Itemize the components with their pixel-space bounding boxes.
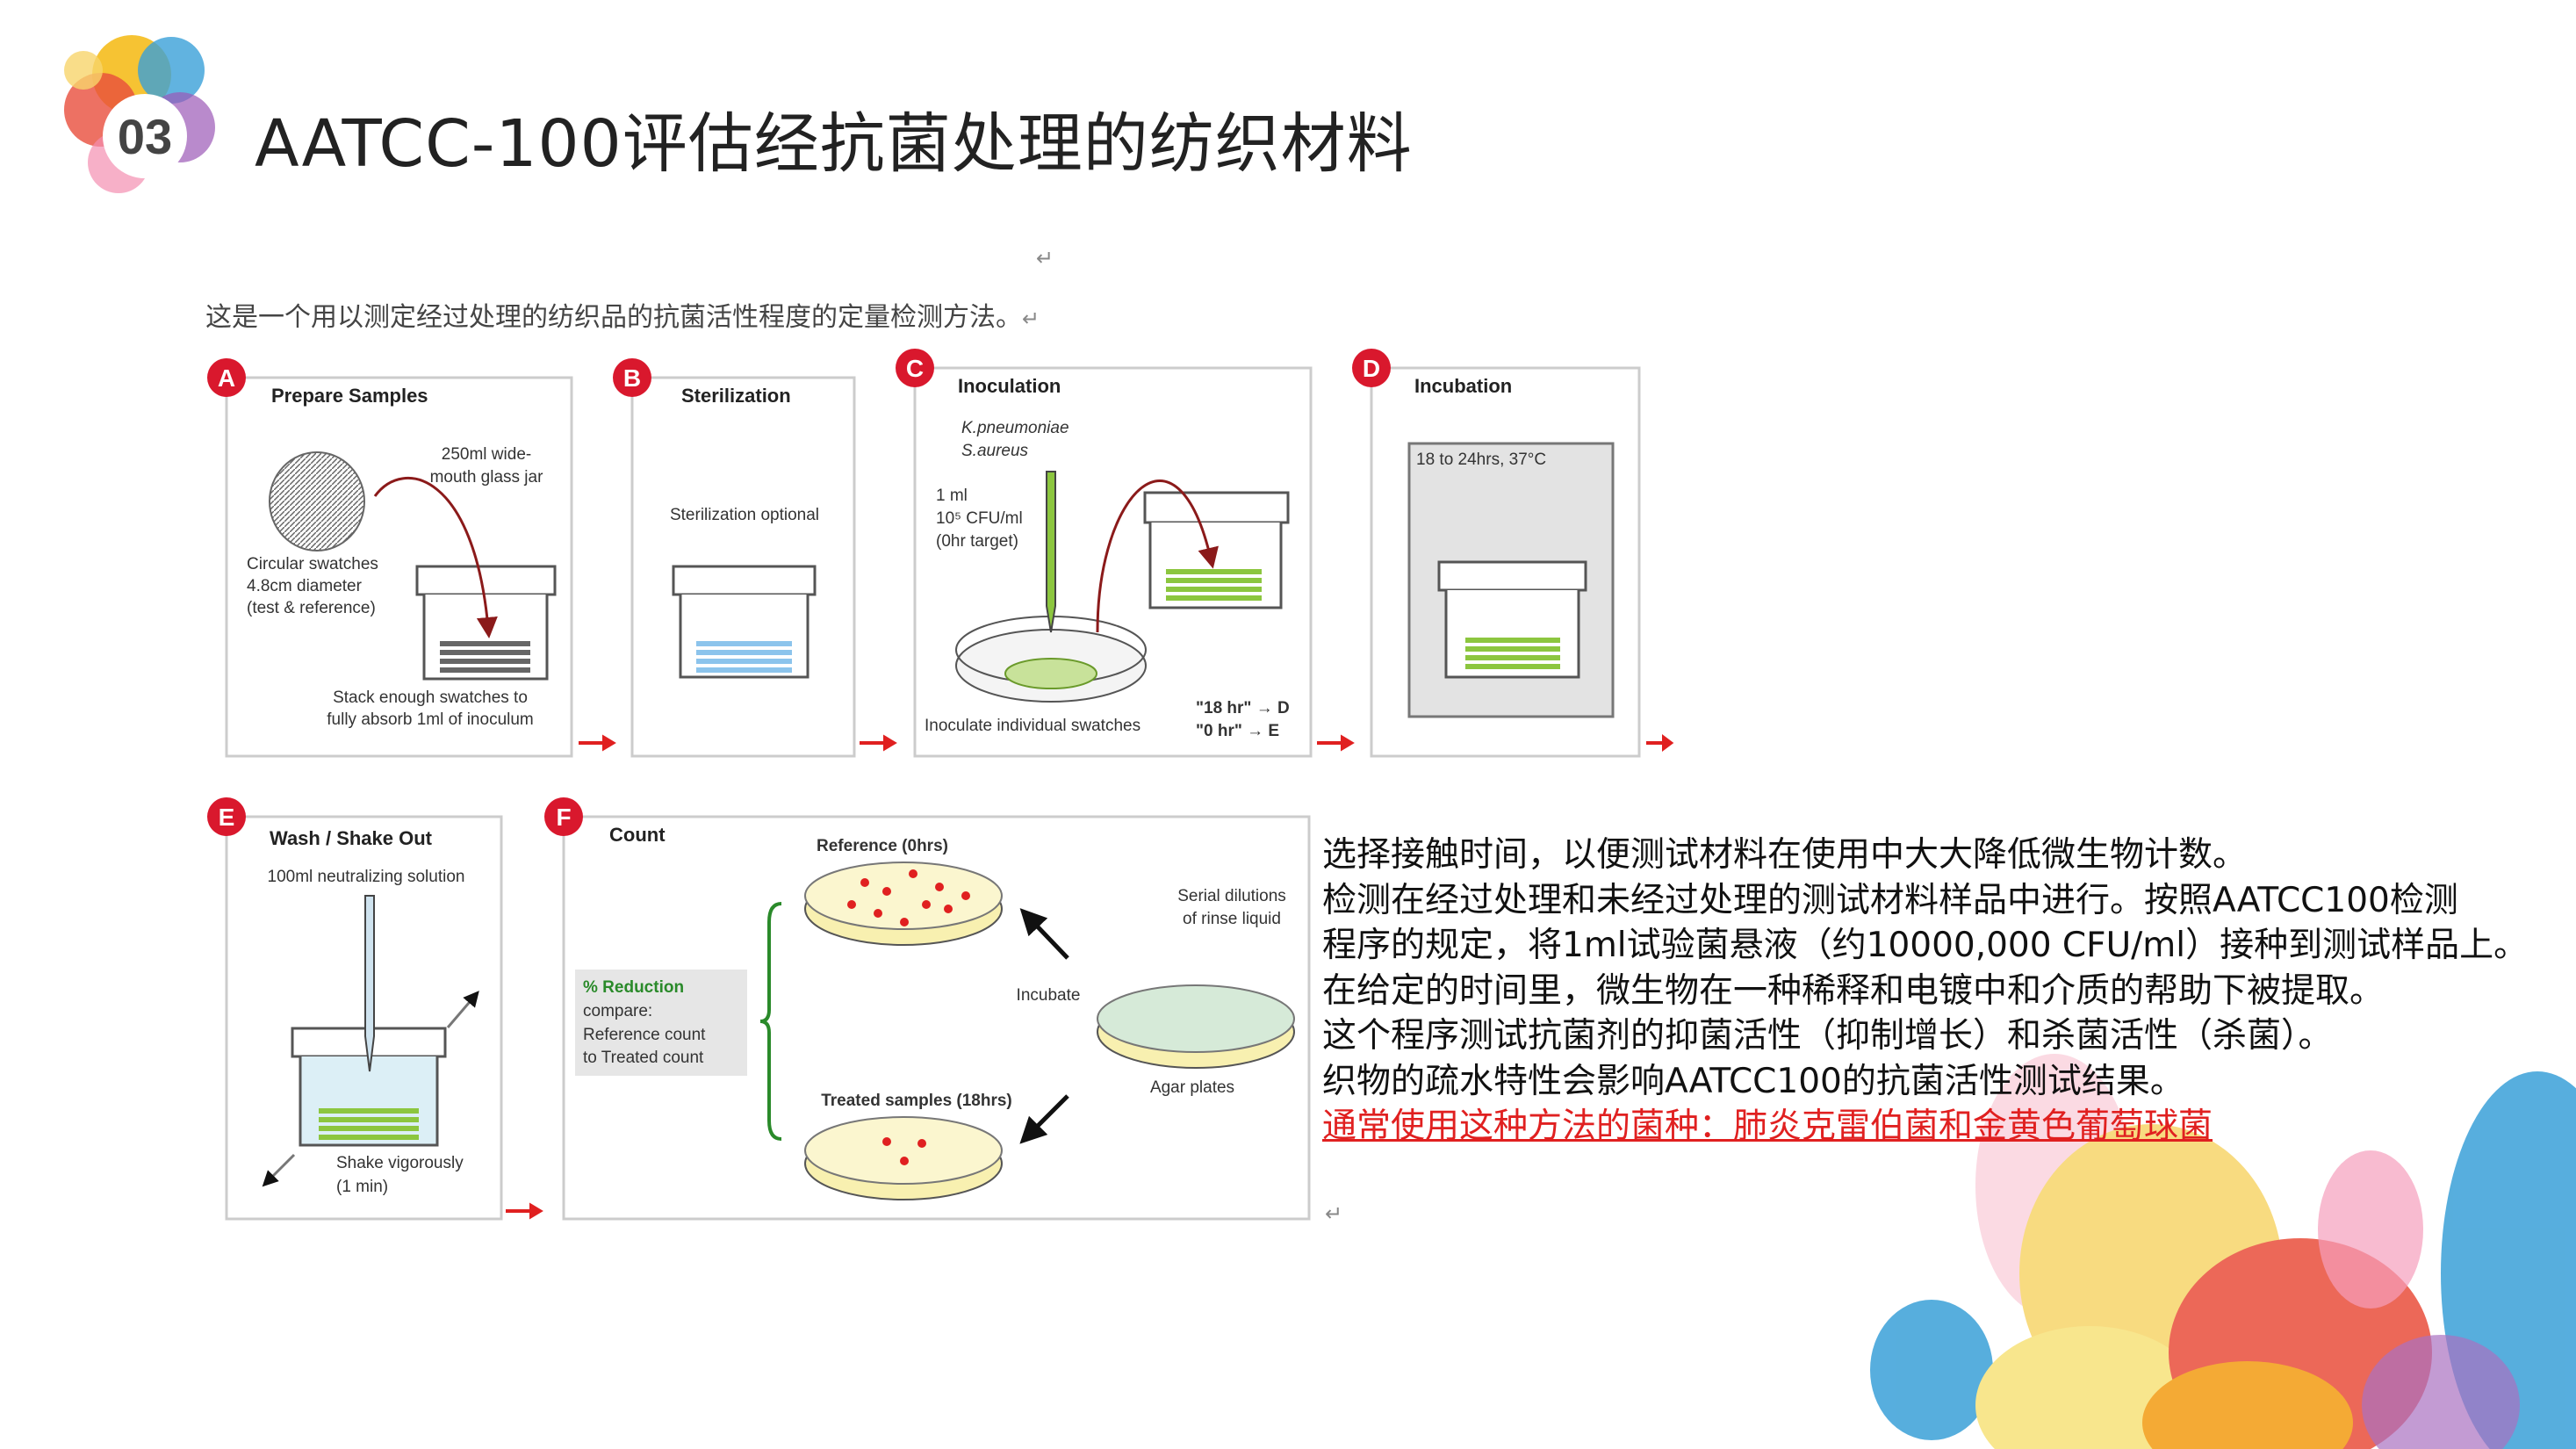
highlight-link[interactable]: 通常使用这种方法的菌种：肺炎克雷伯菌和金黄色葡萄球菌 bbox=[1322, 1107, 2213, 1146]
panel-a-title: Prepare Samples bbox=[271, 385, 428, 407]
shake-label: Shake vigorously bbox=[336, 1154, 464, 1172]
section-logo: 03 bbox=[64, 35, 215, 193]
swatch-label: Circular swatches bbox=[247, 555, 378, 573]
panel-d-title: Incubation bbox=[1414, 375, 1512, 397]
jar-label: 250ml wide- bbox=[442, 445, 531, 464]
volume-label: (0hr target) bbox=[936, 532, 1018, 551]
arrow-icon bbox=[1019, 908, 1069, 960]
pipette-icon bbox=[364, 895, 375, 1072]
panel-e-title: Wash / Shake Out bbox=[270, 827, 433, 849]
volume-label: 1 ml bbox=[936, 487, 968, 505]
stack-label: fully absorb 1ml of inoculum bbox=[327, 710, 534, 729]
body-text: 选择接触时间，以便测试材料在使用中大大降低微生物计数。 检测在经过处理和未经过处… bbox=[1322, 833, 2528, 1150]
incubation-conditions: 18 to 24hrs, 37°C bbox=[1416, 451, 1546, 469]
body-line: 织物的疏水特性会影响AATCC100的抗菌活性测试结果。 bbox=[1322, 1061, 2184, 1101]
body-line: 检测在经过处理和未经过处理的测试材料样品中进行。按照AATCC100检测 bbox=[1322, 880, 2458, 920]
badge-f: F bbox=[556, 804, 571, 831]
swatch-label: 4.8cm diameter bbox=[247, 577, 363, 595]
treated-label: Treated samples (18hrs) bbox=[821, 1092, 1012, 1110]
reference-plate-icon bbox=[804, 861, 1003, 946]
compare-label: to Treated count bbox=[583, 1049, 704, 1067]
return-mark: ↵ bbox=[1036, 246, 1054, 270]
shake-arrow-icon bbox=[262, 1153, 296, 1187]
petri-dish-icon bbox=[955, 616, 1147, 703]
route-label: "0 hr" → E bbox=[1196, 722, 1279, 740]
sterilization-note: Sterilization optional bbox=[670, 506, 819, 524]
shake-arrow-icon bbox=[446, 991, 479, 1028]
panel-f-title: Count bbox=[609, 824, 666, 846]
agar-label: Agar plates bbox=[1150, 1078, 1234, 1097]
treated-plate-icon bbox=[804, 1116, 1003, 1200]
swatch-icon bbox=[269, 451, 365, 551]
swatch-label: (test & reference) bbox=[247, 599, 376, 617]
jar-label: mouth glass jar bbox=[430, 468, 544, 487]
organism-label: K.pneumoniae bbox=[961, 419, 1069, 437]
body-line: 程序的规定，将1ml试验菌悬液（约10000,000 CFU/ml）接种到测试样… bbox=[1322, 926, 2529, 965]
badge-b: B bbox=[623, 364, 641, 392]
panel-c-title: Inoculation bbox=[958, 375, 1061, 397]
badge-c: C bbox=[906, 355, 924, 382]
jar-icon bbox=[1143, 491, 1290, 609]
shake-label: (1 min) bbox=[336, 1178, 388, 1196]
body-line: 在给定的时间里，微生物在一种稀释和电镀中和介质的帮助下被提取。 bbox=[1322, 970, 2385, 1011]
reduction-box bbox=[575, 970, 747, 1076]
jar-icon bbox=[291, 1027, 447, 1147]
incubate-label: Incubate bbox=[1017, 986, 1081, 1005]
jar-icon bbox=[415, 565, 557, 681]
jar-icon bbox=[672, 565, 817, 679]
serial-dilutions-label: of rinse liquid bbox=[1183, 910, 1281, 928]
compare-label: Reference count bbox=[583, 1026, 706, 1044]
stack-label: Stack enough swatches to bbox=[333, 688, 528, 707]
intro-sentence: 这是一个用以测定经过处理的纺织品的抗菌活性程度的定量检测方法。 bbox=[205, 302, 1022, 333]
serial-dilutions-label: Serial dilutions bbox=[1177, 887, 1286, 905]
inoculate-caption: Inoculate individual swatches bbox=[925, 717, 1140, 735]
volume-label: 10⁵ CFU/ml bbox=[936, 509, 1023, 528]
compare-label: compare: bbox=[583, 1002, 652, 1020]
next-step-arrow-icon bbox=[1646, 734, 1674, 752]
body-line: 选择接触时间，以便测试材料在使用中大大降低微生物计数。 bbox=[1322, 835, 2248, 875]
page-title: AATCC-100评估经抗菌处理的纺织材料 bbox=[255, 106, 1413, 182]
next-step-arrow-icon bbox=[506, 1202, 543, 1220]
pipette-icon bbox=[1046, 471, 1056, 633]
jar-icon bbox=[1437, 560, 1587, 679]
reduction-label: % Reduction bbox=[583, 978, 684, 997]
brace-icon bbox=[759, 902, 782, 1141]
intro-text: 这是一个用以测定经过处理的纺织品的抗菌活性程度的定量检测方法。↵ bbox=[205, 295, 1040, 334]
badge-e: E bbox=[219, 804, 235, 831]
solution-label: 100ml neutralizing solution bbox=[268, 868, 465, 886]
route-label: "18 hr" → D bbox=[1196, 699, 1290, 717]
decorative-splash bbox=[1870, 1054, 2576, 1449]
return-mark: ↵ bbox=[1022, 306, 1040, 331]
next-step-arrow-icon bbox=[1317, 734, 1355, 752]
organism-label: S.aureus bbox=[961, 442, 1029, 460]
reference-label: Reference (0hrs) bbox=[817, 837, 948, 855]
panel-b-title: Sterilization bbox=[681, 385, 791, 407]
body-line: 这个程序测试抗菌剂的抑菌活性（抑制增长）和杀菌活性（杀菌）。 bbox=[1322, 1016, 2333, 1056]
return-mark: ↵ bbox=[1325, 1202, 1342, 1226]
next-step-arrow-icon bbox=[579, 734, 616, 752]
arrow-icon bbox=[1019, 1094, 1069, 1144]
agar-plate-icon bbox=[1097, 984, 1295, 1069]
badge-d: D bbox=[1363, 355, 1380, 382]
section-number: 03 bbox=[118, 109, 172, 164]
next-step-arrow-icon bbox=[860, 734, 897, 752]
badge-a: A bbox=[218, 364, 235, 392]
